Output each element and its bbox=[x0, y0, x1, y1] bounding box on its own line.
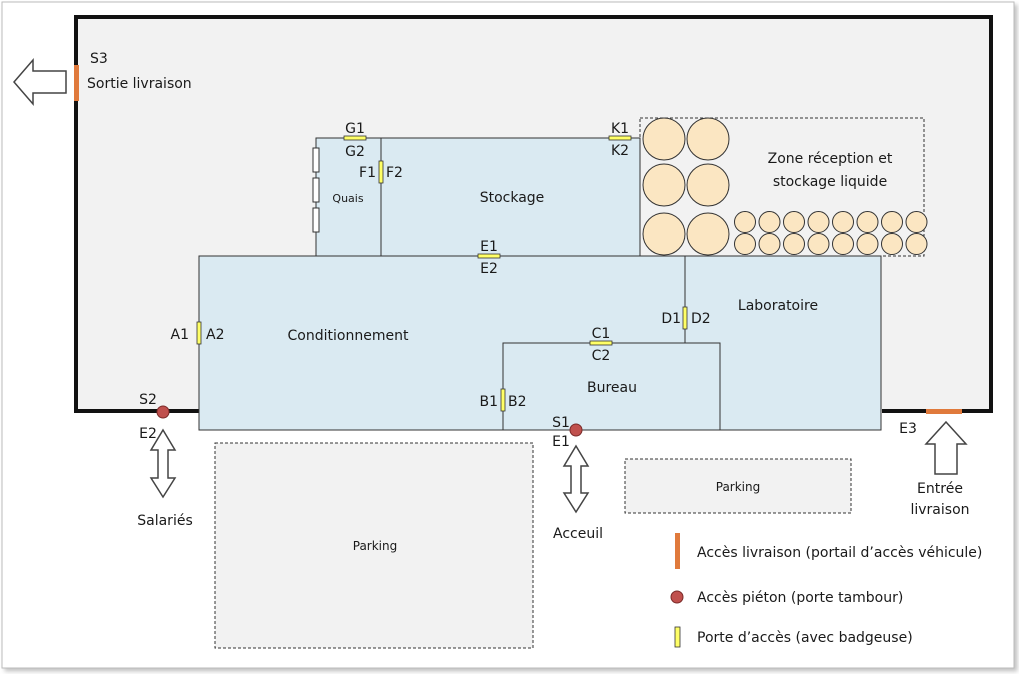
small-tank bbox=[783, 233, 805, 255]
salaries-label: Salariés bbox=[137, 513, 193, 529]
small-tank bbox=[832, 233, 854, 255]
small-tank bbox=[807, 211, 830, 233]
door-label-B1: B1 bbox=[479, 394, 498, 410]
door-D bbox=[682, 306, 688, 330]
storage-tanks bbox=[642, 117, 730, 256]
legend-pedestrian-swatch bbox=[670, 590, 684, 604]
room-stockage bbox=[380, 137, 641, 257]
zone-reception-label: Zone réception et bbox=[768, 151, 893, 167]
double-arrow-icon bbox=[562, 444, 590, 514]
small-tank bbox=[734, 211, 756, 233]
sortie-livraison-label: Sortie livraison bbox=[87, 76, 192, 92]
door-label-D2: D2 bbox=[691, 311, 711, 327]
small-tank bbox=[734, 233, 756, 255]
dock-door bbox=[312, 177, 320, 203]
room-bureau bbox=[502, 342, 721, 431]
door-label-G2: G2 bbox=[345, 144, 365, 160]
parking-left-label: Parking bbox=[353, 539, 398, 553]
large-tank bbox=[642, 163, 686, 207]
zone-reception-label: stockage liquide bbox=[773, 174, 887, 190]
parking-left bbox=[214, 442, 534, 649]
legend-vehicle-label: Accès livraison (portail d’accès véhicul… bbox=[697, 545, 982, 561]
door-label-E2: E2 bbox=[480, 261, 498, 277]
bureau-label: Bureau bbox=[587, 380, 637, 396]
small-tank bbox=[881, 211, 903, 233]
door-label-A1: A1 bbox=[171, 327, 189, 343]
door-K bbox=[608, 135, 632, 141]
small-tank bbox=[881, 233, 903, 255]
small-tank bbox=[807, 233, 830, 255]
s1-label: S1 bbox=[552, 415, 570, 431]
door-E bbox=[477, 253, 501, 259]
door-label-F1: F1 bbox=[359, 165, 376, 181]
vehicle-access-e3 bbox=[926, 409, 962, 414]
accueil-label: Acceuil bbox=[553, 526, 603, 542]
small-tank bbox=[832, 211, 854, 233]
small-tank bbox=[758, 211, 781, 233]
large-tank bbox=[686, 163, 730, 207]
pedestrian-access-s1 bbox=[569, 423, 583, 437]
small-tank bbox=[783, 211, 805, 233]
e2-exit-label: E2 bbox=[139, 426, 157, 442]
small-tank bbox=[856, 233, 879, 255]
room-quais bbox=[315, 137, 382, 257]
entry-arrow-up-icon bbox=[924, 420, 968, 475]
parking-right-label: Parking bbox=[716, 480, 761, 494]
exit-arrow-left-icon bbox=[13, 57, 67, 107]
legend-badge-label: Porte d’accès (avec badgeuse) bbox=[697, 630, 913, 646]
door-label-D1: D1 bbox=[661, 311, 681, 327]
livraison-label: livraison bbox=[910, 502, 969, 518]
door-label-C2: C2 bbox=[592, 348, 611, 364]
legend-vehicle-swatch bbox=[675, 533, 680, 569]
large-tank bbox=[642, 212, 686, 256]
legend: Accès livraison (portail d’accès véhicul… bbox=[670, 533, 982, 648]
door-label-C1: C1 bbox=[592, 326, 611, 342]
door-label-K1: K1 bbox=[611, 121, 629, 137]
small-tank bbox=[856, 211, 879, 233]
door-label-F2: F2 bbox=[386, 165, 403, 181]
s3-label: S3 bbox=[90, 51, 108, 67]
s2-label: S2 bbox=[139, 392, 157, 408]
laboratoire-label: Laboratoire bbox=[738, 298, 818, 314]
door-label-E1: E1 bbox=[480, 239, 498, 255]
door-label-G1: G1 bbox=[345, 121, 365, 137]
small-tank bbox=[905, 233, 928, 255]
e1-exit-label: E1 bbox=[552, 434, 570, 450]
door-G bbox=[343, 135, 367, 141]
pedestrian-access-s2 bbox=[156, 405, 170, 419]
door-label-K2: K2 bbox=[611, 143, 629, 159]
dock-door bbox=[312, 207, 320, 233]
door-A bbox=[196, 321, 202, 345]
small-tank bbox=[758, 233, 781, 255]
dock-door bbox=[312, 147, 320, 173]
large-tank bbox=[686, 212, 730, 256]
double-arrow-icon bbox=[149, 428, 177, 499]
door-label-B2: B2 bbox=[508, 394, 527, 410]
door-B bbox=[500, 388, 506, 412]
legend-pedestrian-label: Accès piéton (porte tambour) bbox=[697, 590, 903, 606]
site-wall bbox=[74, 15, 993, 413]
parking-right bbox=[624, 458, 852, 514]
stockage-label: Stockage bbox=[480, 190, 545, 206]
large-tank bbox=[686, 117, 730, 161]
entree-label: Entrée bbox=[917, 481, 963, 497]
small-tank bbox=[905, 211, 928, 233]
door-C bbox=[589, 340, 613, 346]
legend-badge-swatch bbox=[674, 626, 681, 648]
door-label-A2: A2 bbox=[206, 327, 224, 343]
quais-label: Quais bbox=[332, 192, 363, 205]
door-F bbox=[378, 160, 384, 184]
large-tank bbox=[642, 117, 686, 161]
conditionnement-label: Conditionnement bbox=[288, 328, 409, 344]
badge-doors bbox=[196, 135, 688, 412]
e3-label: E3 bbox=[899, 421, 917, 437]
vehicle-access-s3 bbox=[74, 65, 79, 101]
small-tanks bbox=[734, 211, 928, 255]
